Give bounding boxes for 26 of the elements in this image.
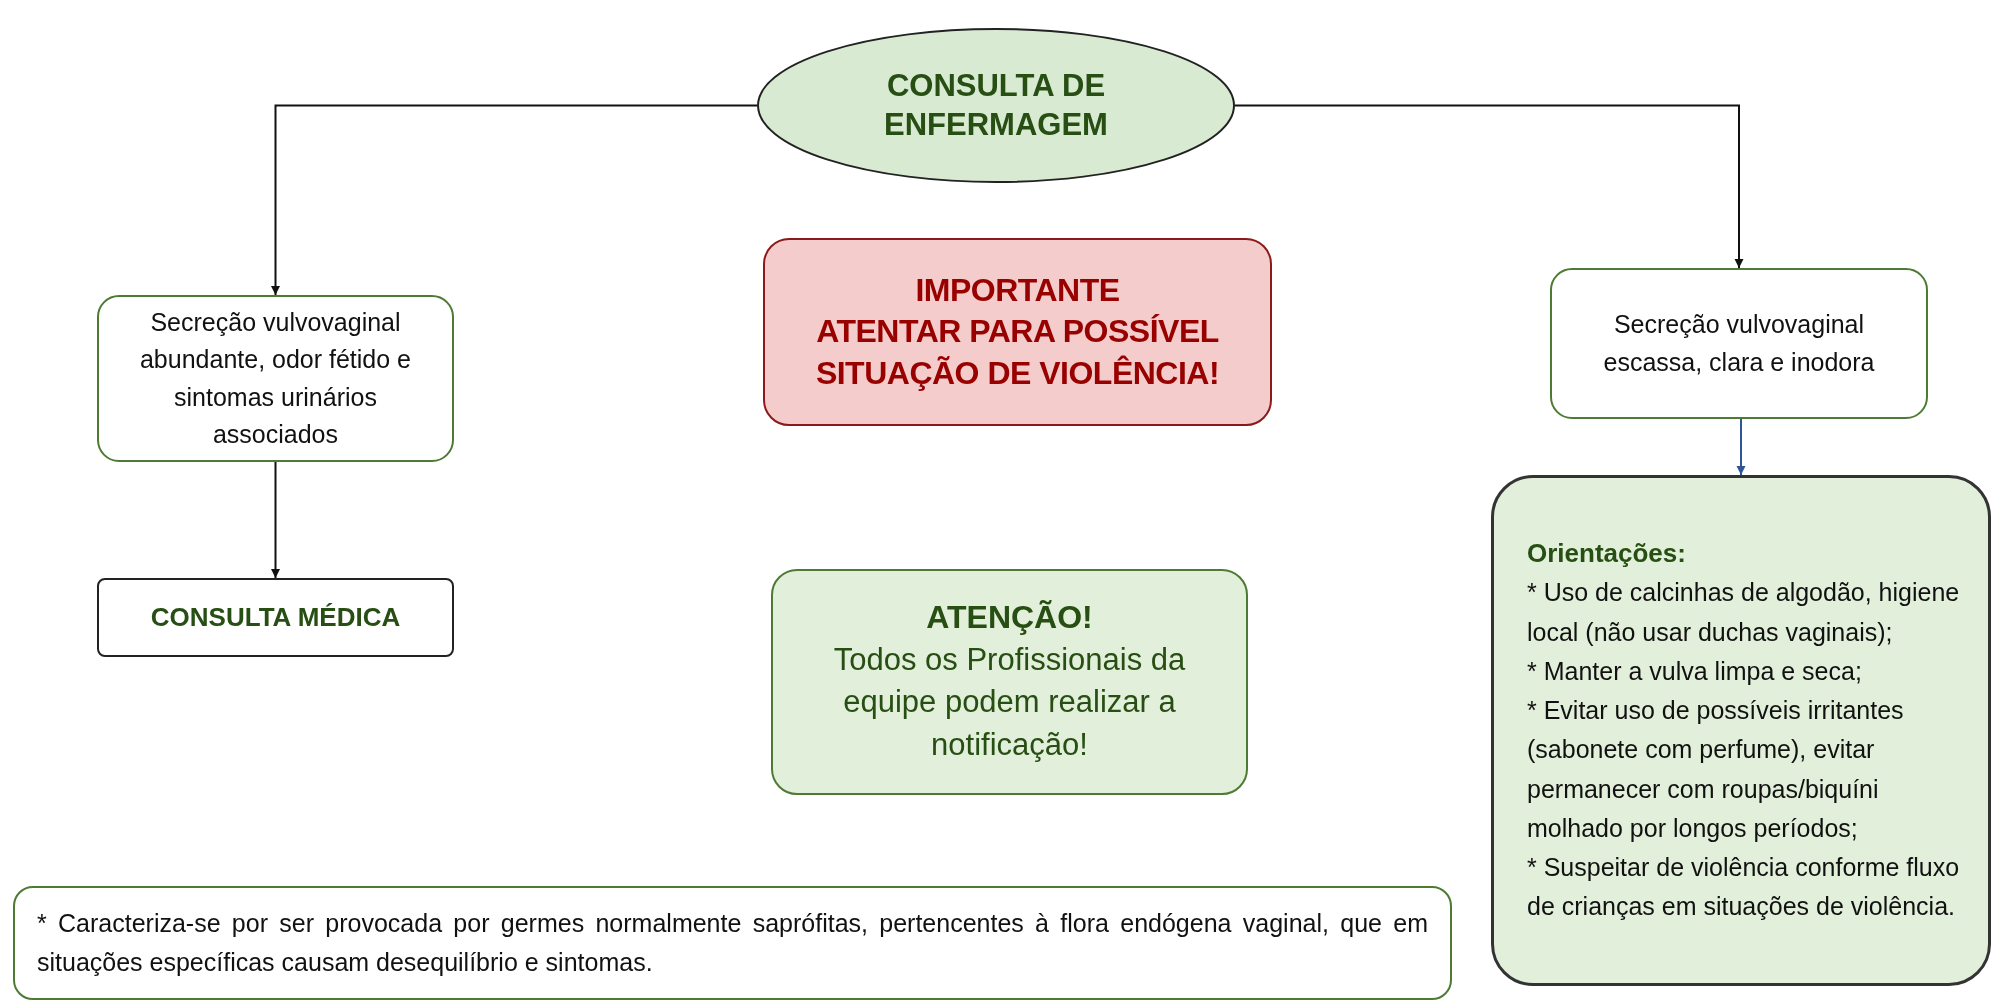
guidance-box [1491, 475, 1991, 986]
attention-box [771, 569, 1248, 795]
arrow [1234, 104, 1744, 269]
node-text: Secreção vulvovaginal escassa, clara e inodora [1602, 309, 1876, 378]
arrow [271, 104, 758, 296]
process-box [97, 578, 454, 657]
node-title: Orientações: [1527, 537, 1687, 571]
process-box [97, 295, 454, 462]
warning-box [763, 238, 1272, 426]
node-title: CONSULTA MÉDICA [150, 601, 401, 634]
list-item: * Suspeitar de violência conforme fluxo de crianças em situações de violência. [1527, 852, 1961, 923]
list-item: * Manter a vulva limpa e seca; [1527, 655, 1863, 687]
arrow [271, 461, 280, 579]
node-text: Todos os Profissionais da equipe podem realizar a notificação! [832, 640, 1187, 765]
node-title: ATENÇÃO! [926, 598, 1093, 638]
start-ellipse [757, 28, 1235, 183]
list-item: * Evitar uso de possíveis irritantes (sabonete com perfume), evitar permanecer com roupas/biquíni molhado por longos períodos; [1527, 695, 1905, 844]
node-title: CONSULTA DE ENFERMAGEM [883, 66, 1109, 144]
list-item: * Uso de calcinhas de algodão, higiene local (não usar duchas vaginais); [1527, 577, 1961, 648]
node-text: Secreção vulvovaginal abundante, odor fétido e sintomas urinários associados [138, 306, 413, 450]
node-title: IMPORTANTE [915, 270, 1120, 310]
footnote-text: * Caracteriza-se por ser provocada por germes normalmente saprófitas, pertencentes à flora endógena vaginal, que em situações específicas causam desequilíbrio e sintomas. [37, 908, 1428, 978]
process-box [1550, 268, 1928, 419]
warning-text: ATENTAR PARA POSSÍVEL SITUAÇÃO DE VIOLÊNCIA! [814, 312, 1221, 393]
arrow [1736, 418, 1746, 476]
note-box [13, 886, 1452, 1000]
